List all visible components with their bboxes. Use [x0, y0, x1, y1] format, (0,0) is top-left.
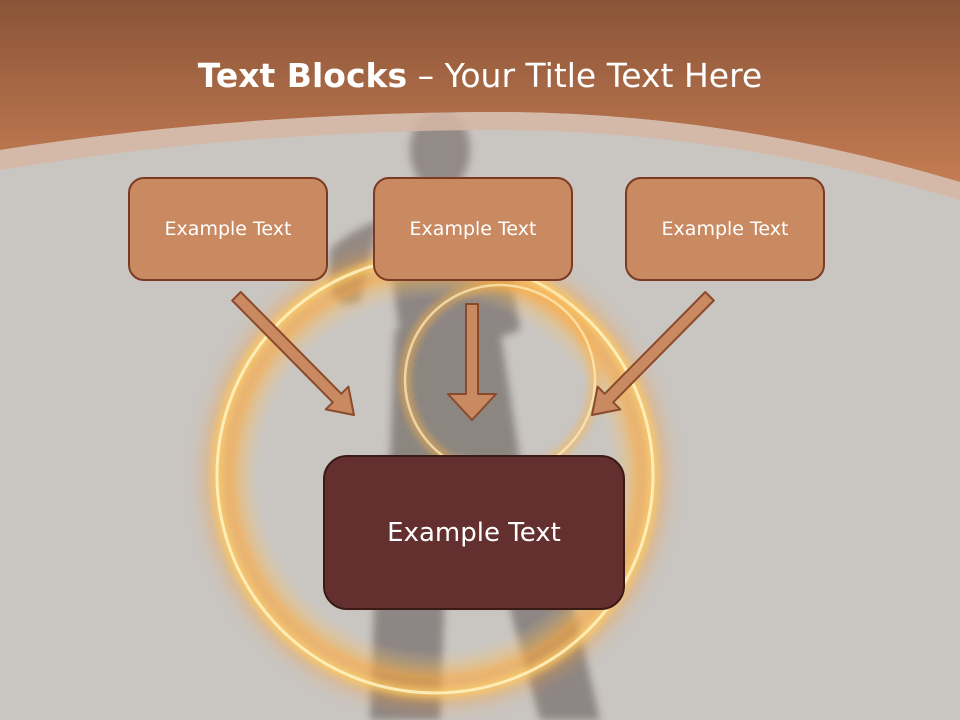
title-bold: Text Blocks: [197, 56, 408, 95]
center-box-label: Example Text: [387, 517, 561, 548]
header-band: [0, 0, 960, 182]
arrow-left: [231, 291, 355, 416]
arrow-right: [591, 291, 715, 416]
title-dash: –: [407, 56, 445, 95]
arrow-center: [447, 303, 497, 421]
slide-title: Text Blocks – Your Title Text Here: [0, 54, 960, 98]
title-rest: Your Title Text Here: [444, 56, 763, 95]
top-box-center[interactable]: Example Text: [373, 177, 573, 281]
top-box-right-label: Example Text: [661, 218, 789, 240]
center-box[interactable]: Example Text: [323, 455, 625, 610]
top-box-left-label: Example Text: [164, 218, 292, 240]
header-curve-highlight: [0, 111, 960, 200]
top-box-left[interactable]: Example Text: [128, 177, 328, 281]
top-box-right[interactable]: Example Text: [625, 177, 825, 281]
top-box-center-label: Example Text: [409, 218, 537, 240]
